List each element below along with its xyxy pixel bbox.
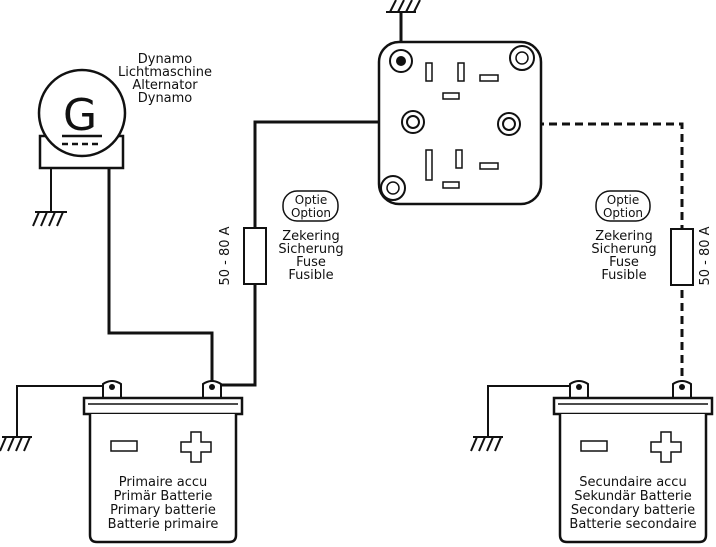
battery-primary: Primaire accu Primär Batterie Primary ba…	[82, 380, 244, 544]
fuse-left-name-fr: Fusible	[288, 268, 333, 283]
relay-body	[377, 40, 543, 206]
battery-secondary-name-de: Sekundär Batterie	[574, 489, 692, 504]
relay-terminal-left	[401, 110, 425, 134]
fuse-right-name-en: Fuse	[609, 255, 639, 270]
battery-primary-name-fr: Batterie primaire	[108, 517, 219, 532]
ground-icon	[386, 0, 421, 13]
generator-name-fr: Dynamo	[138, 91, 193, 106]
battery-primary-name-de: Primär Batterie	[114, 489, 213, 504]
ground-icon	[32, 211, 67, 227]
battery-secondary: Secundaire accu Sekundär Batterie Second…	[552, 380, 714, 544]
generator-body	[37, 68, 127, 158]
fuse-left-option-nl: Optie	[295, 193, 327, 207]
fuse-right-option-nl: Optie	[607, 193, 639, 207]
plus-icon	[650, 431, 682, 463]
fuse-left-body	[243, 227, 267, 285]
fuse-right: 50 - 80 A Optie Option Zekering Sicherun…	[591, 190, 713, 286]
fuse-left-rating: 50 - 80 A	[218, 226, 233, 285]
wire-secondary-battery-ground	[487, 385, 579, 437]
fuse-right-body	[670, 228, 694, 286]
battery-primary-name-nl: Primaire accu	[119, 475, 208, 490]
relay-terminal-right	[497, 112, 521, 136]
battery-secondary-lid	[552, 396, 714, 416]
fuse-left-name-en: Fuse	[296, 255, 326, 270]
fuse-left-option-en: Option	[291, 206, 331, 220]
generator-name-en: Alternator	[132, 78, 198, 93]
generator-symbol: G	[63, 90, 97, 141]
minus-icon	[110, 440, 138, 452]
generator-name-nl: Dynamo	[138, 52, 193, 67]
battery-secondary-name-fr: Batterie secondaire	[569, 517, 696, 532]
battery-secondary-name-nl: Secundaire accu	[579, 475, 686, 490]
wire-generator-to-primary-battery	[107, 168, 214, 385]
wire-primary-battery-ground	[16, 385, 112, 437]
fuse-left-name-de: Sicherung	[278, 242, 343, 257]
minus-icon	[580, 440, 608, 452]
battery-secondary-terminal-neg	[569, 380, 589, 399]
battery-secondary-name-en: Secondary batterie	[571, 503, 695, 518]
ground-icon	[470, 436, 503, 452]
battery-secondary-terminal-pos	[672, 380, 692, 399]
fuse-right-name-fr: Fusible	[601, 268, 646, 283]
fuse-right-option-badge	[595, 190, 651, 222]
relay	[377, 40, 543, 206]
generator-label: Dynamo Lichtmaschine Alternator Dynamo	[118, 52, 212, 106]
battery-primary-terminal-pos	[202, 380, 222, 399]
battery-primary-name-en: Primary batterie	[110, 503, 216, 518]
wire-relay-to-secondary-battery	[510, 122, 684, 383]
plus-icon	[180, 431, 212, 463]
ground-icon	[0, 436, 32, 452]
fuse-right-option-en: Option	[603, 206, 643, 220]
fuse-left-name-nl: Zekering	[282, 229, 339, 244]
fuse-right-rating: 50 - 80 A	[698, 226, 713, 285]
fuse-left-option-badge	[282, 190, 339, 222]
relay-pins	[425, 62, 499, 189]
fuse-left: 50 - 80 A Optie Option Zekering Sicherun…	[218, 190, 344, 286]
fuse-right-name-nl: Zekering	[595, 229, 652, 244]
battery-primary-terminal-neg	[102, 380, 122, 399]
fuse-right-name-de: Sicherung	[591, 242, 656, 257]
wires	[16, 12, 684, 437]
generator-name-de: Lichtmaschine	[118, 65, 212, 80]
battery-primary-lid	[82, 396, 244, 416]
generator: G	[37, 68, 127, 170]
